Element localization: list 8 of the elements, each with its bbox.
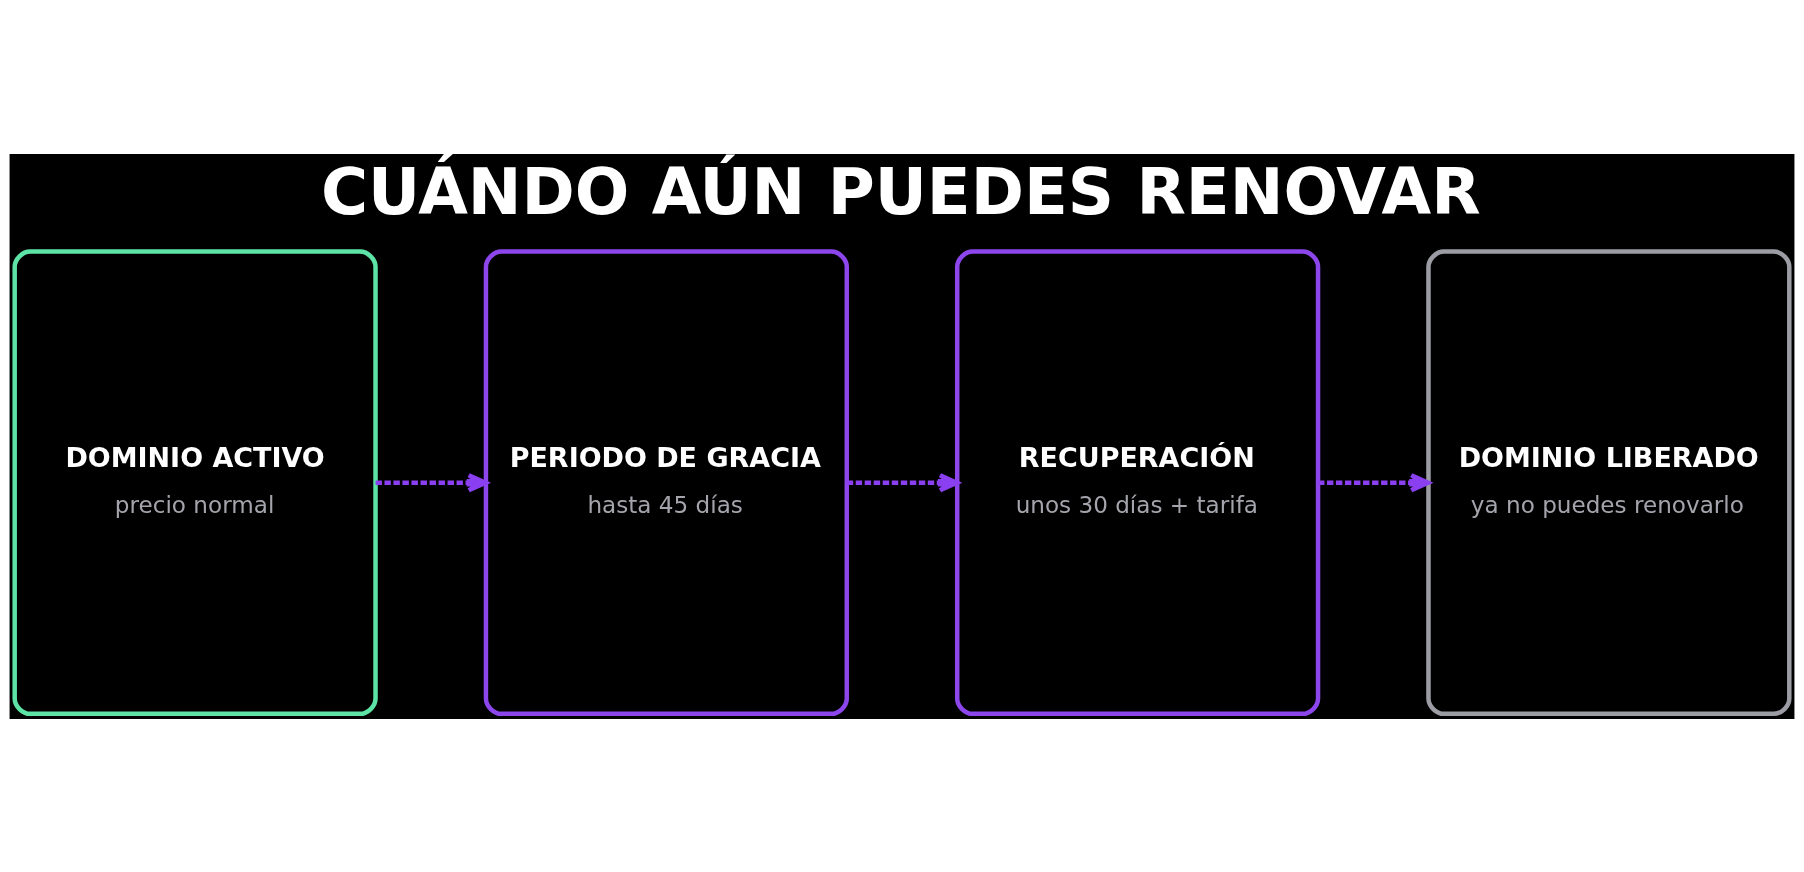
arrow	[375, 472, 488, 492]
node-box: DOMINIO ACTIVO precio normal	[12, 248, 378, 716]
node-box: PERIODO DE GRACIA hasta 45 días	[483, 248, 850, 716]
diagram-title: CUÁNDO AÚN PUEDES RENOVAR	[320, 153, 1481, 229]
node-box: RECUPERACIÓN unos 30 días + tarifa	[954, 248, 1321, 716]
arrow	[846, 472, 960, 492]
arrow	[1318, 472, 1431, 492]
node-box: DOMINIO LIBERADO ya no puedes renovarlo	[1426, 248, 1792, 716]
